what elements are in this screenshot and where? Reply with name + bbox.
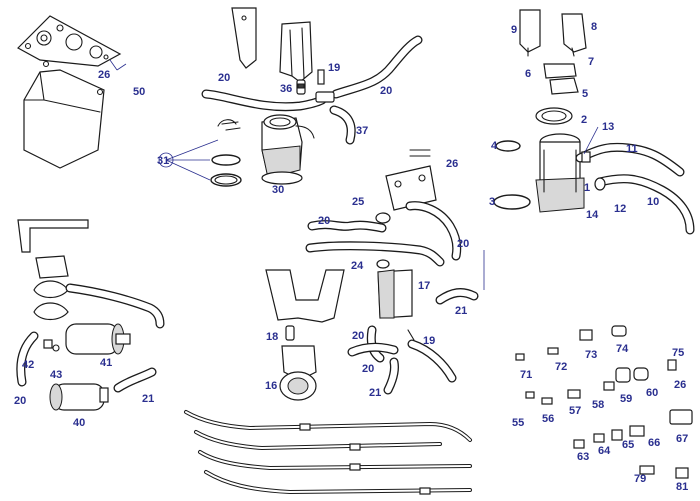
label-65: 65: [622, 439, 634, 451]
label-26: 26: [98, 69, 110, 81]
label-19: 19: [423, 335, 435, 347]
hose-set-top: [201, 35, 423, 145]
label-75: 75: [672, 347, 684, 359]
label-58: 58: [592, 399, 604, 411]
mounting-plate-group: [17, 15, 122, 169]
label-42: 42: [22, 359, 34, 371]
leader-lines: [109, 59, 599, 290]
label-4: 4: [491, 140, 498, 152]
label-21: 21: [142, 393, 154, 405]
filter-canister-group: [493, 9, 695, 235]
label-21: 21: [369, 387, 381, 399]
label-63: 63: [577, 451, 589, 463]
label-73: 73: [585, 349, 597, 361]
label-36: 36: [280, 83, 292, 95]
label-16: 16: [265, 380, 277, 392]
left-filters-group: [16, 283, 165, 411]
pump-bracket-group: [231, 7, 313, 83]
label-20: 20: [352, 330, 364, 342]
label-60: 60: [646, 387, 658, 399]
lower-pump-group: [265, 269, 345, 401]
label-81: 81: [676, 481, 688, 493]
label-3: 3: [489, 196, 495, 208]
label-20: 20: [380, 85, 392, 97]
label-7: 7: [588, 56, 594, 68]
brake-lines: [184, 410, 472, 495]
label-20: 20: [362, 363, 374, 375]
label-59: 59: [620, 393, 632, 405]
label-1: 1: [584, 182, 590, 194]
label-64: 64: [598, 445, 611, 457]
label-56: 56: [542, 413, 554, 425]
label-66: 66: [648, 437, 660, 449]
label-25: 25: [352, 196, 364, 208]
seal-rings-31: [158, 152, 242, 187]
left-bracket-group: [17, 219, 89, 321]
label-30: 30: [272, 184, 284, 196]
label-14: 14: [586, 209, 599, 221]
label-26: 26: [446, 158, 458, 170]
label-57: 57: [569, 405, 581, 417]
label-19: 19: [328, 62, 340, 74]
label-74: 74: [616, 343, 629, 355]
label-21: 21: [455, 305, 467, 317]
label-20: 20: [457, 238, 469, 250]
label-5: 5: [582, 88, 588, 100]
label-13: 13: [602, 121, 614, 133]
label-72: 72: [555, 361, 567, 373]
label-31: 31: [157, 155, 169, 167]
label-11: 11: [626, 143, 638, 155]
label-43: 43: [50, 369, 62, 381]
label-6: 6: [525, 68, 531, 80]
label-20: 20: [218, 72, 230, 84]
label-20: 20: [318, 215, 330, 227]
label-10: 10: [647, 196, 659, 208]
label-26: 26: [674, 379, 686, 391]
center-hose-group: [305, 149, 479, 319]
label-24: 24: [351, 260, 364, 272]
label-2: 2: [581, 114, 587, 126]
label-71: 71: [520, 369, 532, 381]
part-labels: 50 26 20 36 19 20 37 31 30 9 8 7 6 5 2 1…: [14, 21, 688, 493]
label-37: 37: [356, 125, 368, 137]
label-20: 20: [14, 395, 26, 407]
label-17: 17: [418, 280, 430, 292]
label-41: 41: [100, 357, 112, 369]
small-hardware: [515, 325, 693, 479]
label-18: 18: [266, 331, 278, 343]
label-9: 9: [511, 24, 517, 36]
label-8: 8: [591, 21, 597, 33]
label-40: 40: [73, 417, 85, 429]
label-67: 67: [676, 433, 688, 445]
fuel-pump-30: [217, 114, 315, 185]
label-50: 50: [133, 86, 145, 98]
label-79: 79: [634, 473, 646, 485]
label-55: 55: [512, 417, 524, 429]
label-12: 12: [614, 203, 626, 215]
small-hoses: [347, 325, 457, 395]
